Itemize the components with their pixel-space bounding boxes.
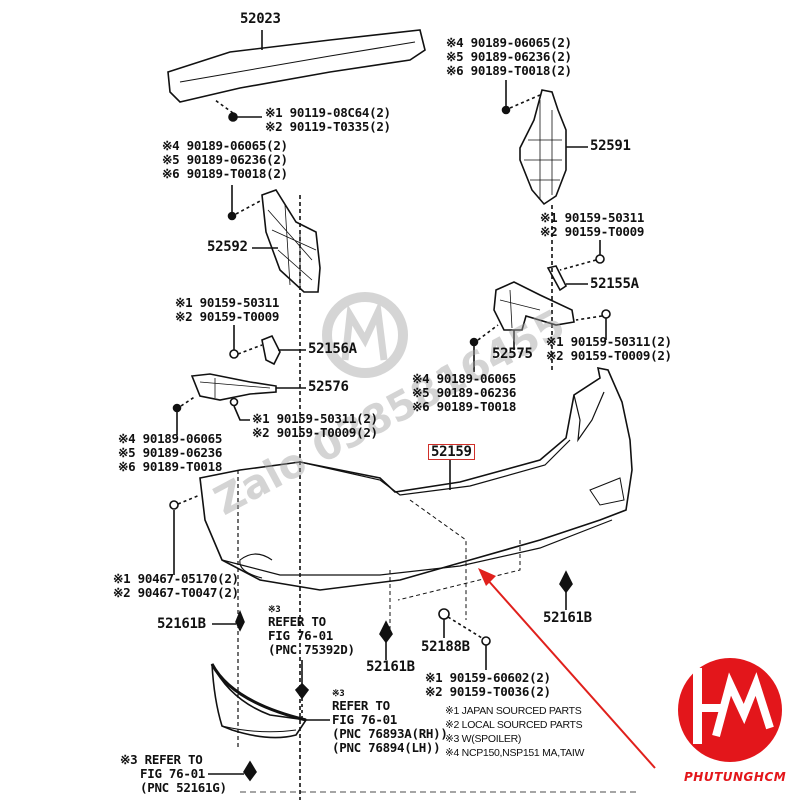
part-label-52156A: 52156A [308,341,357,357]
callout-line: REFER TO [268,614,326,629]
legend-notes: ※1 JAPAN SOURCED PARTS ※2 LOCAL SOURCED … [445,704,584,760]
callout-line: ※1 90119-08C64(2) [265,105,391,120]
part-label-52592: 52592 [207,239,248,255]
part-label-52188B: 52188B [421,639,470,655]
logo-text: PHUTUNGHCM [684,770,787,784]
callout-line: (PNC 52161G) [140,780,227,795]
legend-note: ※2 LOCAL SOURCED PARTS [445,719,583,731]
callout-line: ※2 90119-T0335(2) [265,119,391,134]
part-label-52155A: 52155A [590,276,639,292]
callout-line: ※2 90159-T0009(2) [546,348,672,363]
part-label-52161B: 52161B [543,610,592,626]
part-label-52575: 52575 [492,346,533,362]
callout-line: ※3 REFER TO [120,752,203,767]
bracket-52591 [519,89,567,206]
callout-clip-left: ※4 90189-06065 ※5 90189-06236 ※6 90189-T… [118,432,222,474]
callout-clip-52591: ※4 90189-06065(2) ※5 90189-06236(2) ※6 9… [446,36,572,78]
callout-line: ※4 90189-06065(2) [162,138,288,153]
part-label-52591: 52591 [590,138,631,154]
callout-line: ※5 90189-06236 [412,385,517,400]
callout-line: ※1 90467-05170(2) [113,571,239,586]
callout-line: ※2 90159-T0009 [540,224,645,239]
callout-line: ※2 90467-T0047(2) [113,585,239,600]
spoiler [211,663,308,739]
callout-line: FIG 76-01 [332,712,398,727]
highlight-arrow [478,568,656,769]
part-label-52161B: 52161B [366,659,415,675]
bumper-cover-52159 [199,366,633,591]
callout-screw-52188B: ※1 90159-60602(2) ※2 90159-T0036(2) [425,671,551,699]
callout-line: ※6 90189-T0018 [412,399,517,414]
callout-line: ※2 90159-T0009(2) [252,425,378,440]
callout-line: ※1 90159-50311 [540,210,645,225]
retainer-52155A [546,265,568,292]
phutunghcm-logo [678,658,782,762]
callout-line: FIG 76-01 [140,766,206,781]
bracket-52592 [261,189,321,293]
part-label-52159-highlighted: 52159 [428,444,475,460]
callout-clip-center: ※4 90189-06065 ※5 90189-06236 ※6 90189-T… [412,372,516,414]
callout-line: (PNC 76893A(RH)) [332,726,448,741]
part-label-52023: 52023 [240,11,281,27]
retainer-52576 [190,373,277,401]
callout-line: ※4 90189-06065 [118,431,223,446]
callout-screw-52155A: ※1 90159-50311 ※2 90159-T0009 [540,211,644,239]
callout-line: (PNC 76894(LH)) [332,740,441,755]
callout-line: REFER TO [332,698,390,713]
callout-line: ※3 [332,689,345,699]
callout-bolt-52023: ※1 90119-08C64(2) ※2 90119-T0335(2) [265,106,391,134]
callout-line: ※2 90159-T0009 [175,309,280,324]
watermark-logo [322,292,408,378]
callout-line: ※1 90159-60602(2) [425,670,551,685]
retainer-52156A [261,334,281,366]
legend-note: ※3 W(SPOILER) [445,733,522,745]
callout-line: ※6 90189-T0018(2) [446,63,572,78]
callout-line: ※1 90159-50311 [175,295,280,310]
callout-line: ※3 [268,605,281,615]
callout-screw-52575: ※1 90159-50311(2) ※2 90159-T0009(2) [546,335,672,363]
callout-clip-52592: ※4 90189-06065(2) ※5 90189-06236(2) ※6 9… [162,139,288,181]
legend-note: ※1 JAPAN SOURCED PARTS [445,705,582,717]
callout-line: ※1 90159-50311(2) [252,411,378,426]
bumper-reinforcement-52023 [167,29,426,103]
callout-line: FIG 76-01 [268,628,334,643]
callout-line: ※1 90159-50311(2) [546,334,672,349]
callout-line: ※4 90189-06065 [412,371,517,386]
callout-screw-52156A: ※1 90159-50311 ※2 90159-T0009 [175,296,279,324]
legend-note: ※4 NCP150,NSP151 MA,TAIW [445,747,585,759]
callout-line: ※5 90189-06236(2) [446,49,572,64]
retainer-52575 [493,281,575,331]
part-label-52161B: 52161B [157,616,206,632]
callout-line: ※5 90189-06236(2) [162,152,288,167]
callout-line: ※6 90189-T0018(2) [162,166,288,181]
callout-refer-76893A: ※3 REFER TO FIG 76-01 (PNC 76893A(RH)) (… [332,689,448,755]
callout-line: ※6 90189-T0018 [118,459,223,474]
callout-line: ※2 90159-T0036(2) [425,684,551,699]
callout-line: (PNC 75392D) [268,642,355,657]
callout-screw-52576: ※1 90159-50311(2) ※2 90159-T0009(2) [252,412,378,440]
callout-line: ※4 90189-06065(2) [446,35,572,50]
part-label-52576: 52576 [308,379,349,395]
callout-line: ※5 90189-06236 [118,445,223,460]
callout-refer-52161G: ※3 REFER TO FIG 76-01 (PNC 52161G) [120,753,227,795]
callout-refer-75392D: ※3 REFER TO FIG 76-01 (PNC 75392D) [268,605,355,657]
callout-screw-bottom-left: ※1 90467-05170(2) ※2 90467-T0047(2) [113,572,239,600]
